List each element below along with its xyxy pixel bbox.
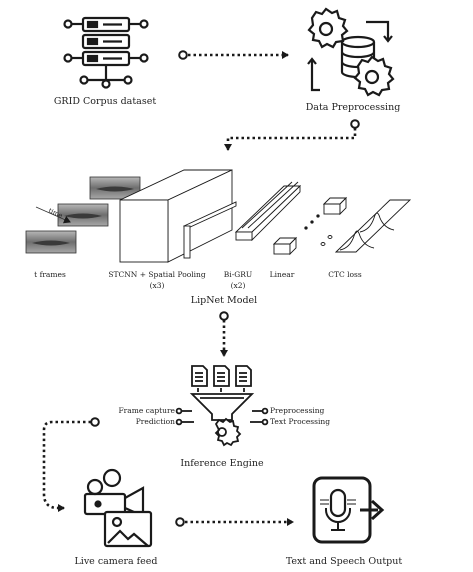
video-camera-icon <box>83 468 153 548</box>
dataset-label: GRID Corpus dataset <box>54 96 156 107</box>
stage-label-frames: t frames <box>34 270 66 279</box>
output-label: Text and Speech Output <box>286 556 403 567</box>
stage-label-linear: Linear <box>270 270 295 279</box>
arrow-model-to-inference <box>219 311 229 357</box>
inference-label: Inference Engine <box>180 458 264 469</box>
camera-label: Live camera feed <box>74 556 157 567</box>
arrow-camera-to-output <box>175 517 294 527</box>
bigru-block <box>234 181 302 242</box>
stage-sub-bigru: (x2) <box>231 281 246 290</box>
database-gears-icon <box>307 7 395 97</box>
stage-label-bigru: Bi-GRU <box>224 270 252 279</box>
stage-label-ctc: CTC loss <box>328 270 362 279</box>
preprocessing-label: Data Preprocessing <box>306 102 401 113</box>
input-frames <box>25 176 141 254</box>
stage-label-stcnn: STCNN + Spatial Pooling <box>108 270 206 279</box>
stcnn-block <box>119 169 237 263</box>
step-frame-capture: Frame capture <box>118 406 175 415</box>
step-text-processing: Text Processing <box>270 417 330 426</box>
step-prediction: Prediction <box>136 417 175 426</box>
step-preprocessing: Preprocessing <box>270 406 325 415</box>
server-rack-icon <box>63 16 149 89</box>
arrow-preprocessing-to-model <box>224 119 360 151</box>
microphone-transcript-icon <box>312 476 385 544</box>
linear-block <box>272 196 348 256</box>
stage-sub-stcnn: (x3) <box>150 281 165 290</box>
funnel-gear-icon <box>175 365 269 447</box>
ctc-block <box>334 199 412 253</box>
lipnet-architecture: time <box>25 169 412 290</box>
arrow-dataset-to-preprocessing <box>178 50 289 60</box>
model-label: LipNet Model <box>191 295 257 306</box>
arrow-inference-to-camera <box>42 417 100 512</box>
